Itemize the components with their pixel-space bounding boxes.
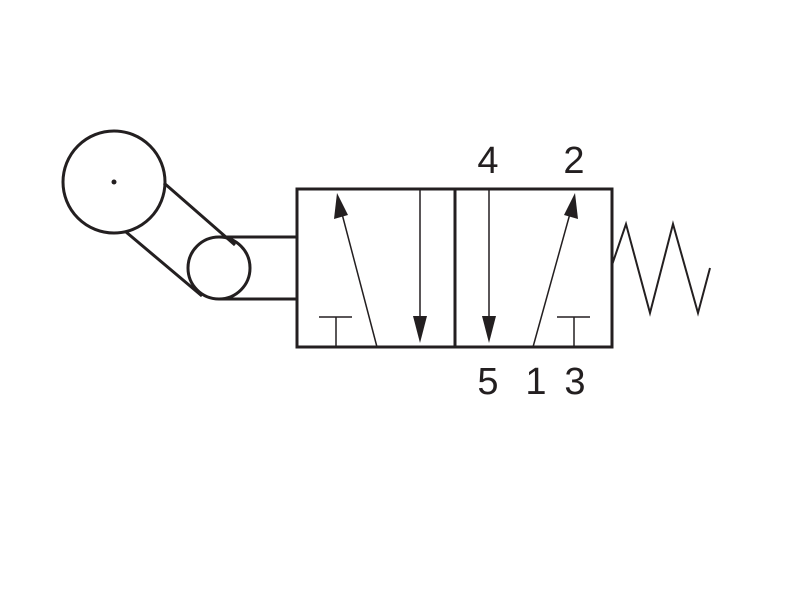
roller-center-dot bbox=[111, 179, 117, 185]
valve-position-right bbox=[453, 187, 614, 349]
lever-pivot bbox=[186, 235, 252, 301]
port-label-1: 1 bbox=[525, 361, 546, 403]
port-label-3: 3 bbox=[564, 361, 585, 403]
port-label-4: 4 bbox=[477, 140, 498, 182]
left-diagonal-arrowhead bbox=[334, 193, 348, 219]
right-diagonal-flow-line bbox=[532, 209, 572, 348]
return-spring bbox=[611, 220, 711, 317]
lever-arm-lower bbox=[125, 230, 203, 298]
lever-arm-upper bbox=[163, 181, 236, 247]
valve-position-left bbox=[295, 187, 457, 349]
right-diagonal-arrowhead bbox=[564, 193, 578, 219]
port-labels: 4 2 5 1 3 bbox=[477, 140, 585, 403]
left-position-paths bbox=[319, 189, 427, 348]
roller-lever-actuator bbox=[61, 129, 297, 301]
port-label-5: 5 bbox=[477, 361, 498, 403]
right-position-paths bbox=[482, 189, 590, 348]
left-diagonal-flow-line bbox=[340, 209, 378, 348]
left-vertical-arrowhead bbox=[413, 316, 427, 343]
port-label-2: 2 bbox=[563, 140, 584, 182]
right-vertical-arrowhead bbox=[482, 316, 496, 343]
